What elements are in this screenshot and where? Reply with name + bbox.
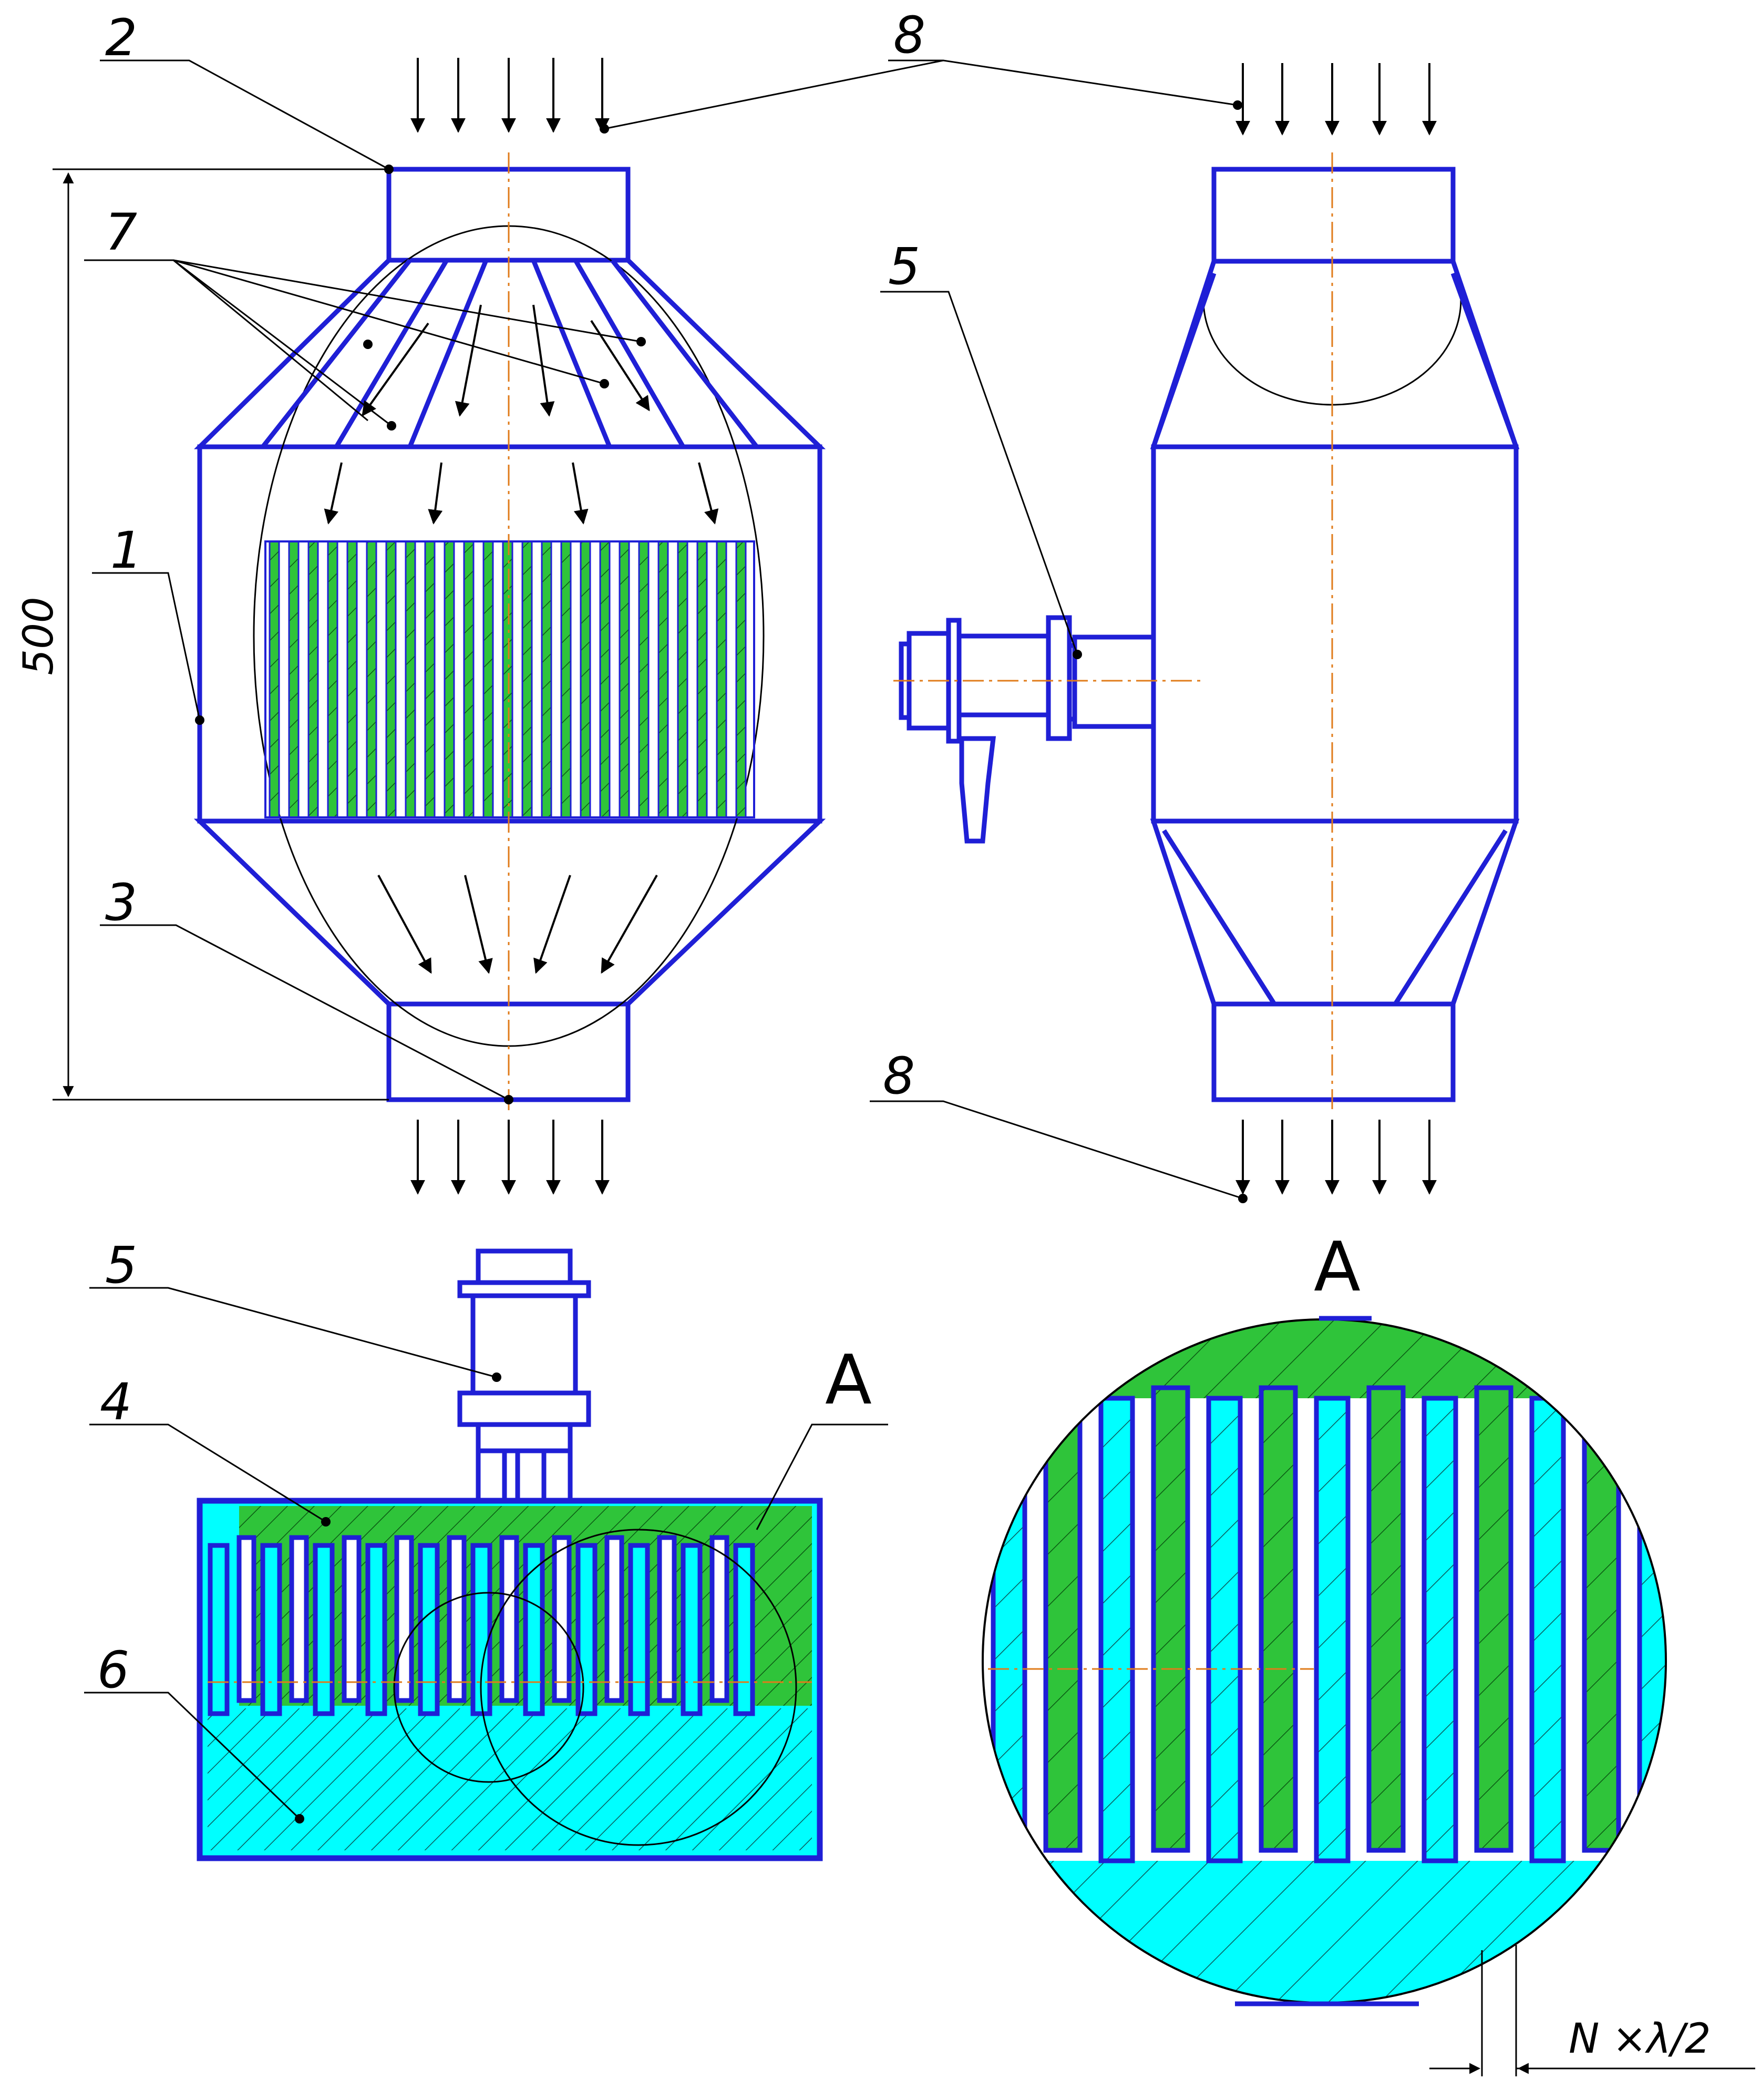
detail-tooth-cyan [1206, 1396, 1243, 1863]
array-strip [580, 540, 591, 818]
comb-gap [394, 1535, 414, 1703]
detail-tooth-cyan [1637, 1396, 1666, 1863]
flow-arrows-lower [377, 875, 658, 974]
array-strip [560, 540, 572, 818]
leader-lines-side [600, 59, 1248, 1203]
label-5-side: 5 [888, 237, 920, 296]
comb-tooth-lower [365, 1543, 387, 1716]
array-strip [366, 540, 377, 818]
label-1: 1 [110, 521, 142, 580]
gap-dimension-text: N ×λ/2 [1569, 2015, 1711, 2063]
transducer-comb [208, 1535, 755, 1716]
section-emitter [457, 1248, 591, 1803]
side-housing-body [1151, 444, 1519, 824]
detail-view-A: N ×λ/2 A [982, 1227, 1761, 2076]
flow-arrows-upper [324, 304, 719, 525]
height-dimension-text: 500 [15, 597, 63, 675]
comb-gap [499, 1535, 519, 1703]
comb-gap [657, 1535, 677, 1703]
height-dimension: 500 [15, 168, 389, 1101]
outlet-pipe [386, 1001, 631, 1102]
guide-vanes [261, 259, 759, 448]
label-4: 4 [100, 1372, 132, 1431]
label-8-top: 8 [893, 6, 925, 65]
section-marker-A: A [825, 1340, 872, 1420]
comb-tooth-lower [575, 1543, 598, 1716]
detail-marker-A: A [1314, 1227, 1361, 1307]
comb-tooth-lower [313, 1543, 335, 1716]
array-strip [696, 540, 708, 818]
section-view: 5 4 6 A [84, 1236, 888, 1861]
detail-tooth-cyan [1422, 1396, 1458, 1863]
side-outlet-arrows [1235, 1120, 1437, 1195]
comb-tooth-lower [523, 1543, 545, 1716]
detail-tooth-green [1474, 1385, 1513, 1853]
gap-dimension: N ×λ/2 [1429, 1945, 1755, 2076]
array-strip [327, 540, 338, 818]
detail-tooth-cyan [1098, 1396, 1135, 1863]
comb-tooth-lower [260, 1543, 282, 1716]
array-strip [716, 540, 727, 818]
comb-gap [604, 1535, 624, 1703]
comb-tooth-lower [733, 1543, 755, 1716]
front-view: 500 2 7 1 3 [15, 8, 826, 1195]
array-strip [521, 540, 533, 818]
detail-tooth-green [1582, 1385, 1621, 1853]
detail-tooth-cyan [1529, 1396, 1566, 1863]
detail-tooth-green [1366, 1385, 1406, 1853]
array-strip [463, 540, 475, 818]
side-outlet-pipe [1211, 1001, 1456, 1102]
comb-tooth-lower [208, 1543, 230, 1716]
array-strip [502, 540, 513, 818]
side-lower-cone [1150, 818, 1520, 1007]
array-strip [599, 540, 611, 818]
inlet-arrows [410, 58, 610, 133]
array-strip [657, 540, 669, 818]
outlet-arrows [410, 1120, 610, 1195]
label-3: 3 [105, 873, 137, 932]
array-strip [307, 540, 319, 818]
array-strip [638, 540, 650, 818]
comb-gap [289, 1535, 309, 1703]
label-8-bottom: 8 [883, 1047, 915, 1105]
side-emitter [893, 615, 1201, 844]
array-strip [541, 540, 552, 818]
array-strip [677, 540, 688, 818]
detail-tooth-green [1692, 1388, 1726, 1850]
comb-gap [709, 1535, 729, 1703]
comb-gap [447, 1535, 467, 1703]
detail-tooth-cyan [1314, 1396, 1351, 1863]
array-strip [735, 540, 747, 818]
label-2: 2 [105, 8, 137, 67]
detail-tooth-green [1259, 1385, 1298, 1853]
detail-circle-A [480, 1529, 797, 1846]
comb-gap [236, 1535, 256, 1703]
label-5-section: 5 [105, 1236, 137, 1295]
comb-gap [342, 1535, 362, 1703]
side-inlet-pipe [1211, 167, 1456, 264]
array-strip [346, 540, 358, 818]
comb-tooth-lower [681, 1543, 703, 1716]
array-strip [288, 540, 300, 818]
array-strip [405, 540, 416, 818]
label-7: 7 [105, 203, 137, 262]
array-strip [385, 540, 397, 818]
leader-lines-section [84, 1287, 888, 1824]
side-inlet-arrows [1235, 63, 1437, 136]
comb-tooth-lower [418, 1543, 440, 1716]
leader-lines-front [84, 59, 646, 1104]
array-strip [269, 540, 280, 818]
array-strip [444, 540, 455, 818]
array-strip [619, 540, 630, 818]
side-view: 8 5 8 [600, 6, 1520, 1203]
comb-tooth-lower [628, 1543, 650, 1716]
detail-tooth-cyan [1747, 1398, 1761, 1861]
comb-gap [552, 1535, 572, 1703]
array-strip [482, 540, 494, 818]
array-strip [424, 540, 436, 818]
element-array [269, 540, 747, 818]
detail-tooth-green [1151, 1385, 1190, 1853]
label-6: 6 [97, 1641, 129, 1699]
